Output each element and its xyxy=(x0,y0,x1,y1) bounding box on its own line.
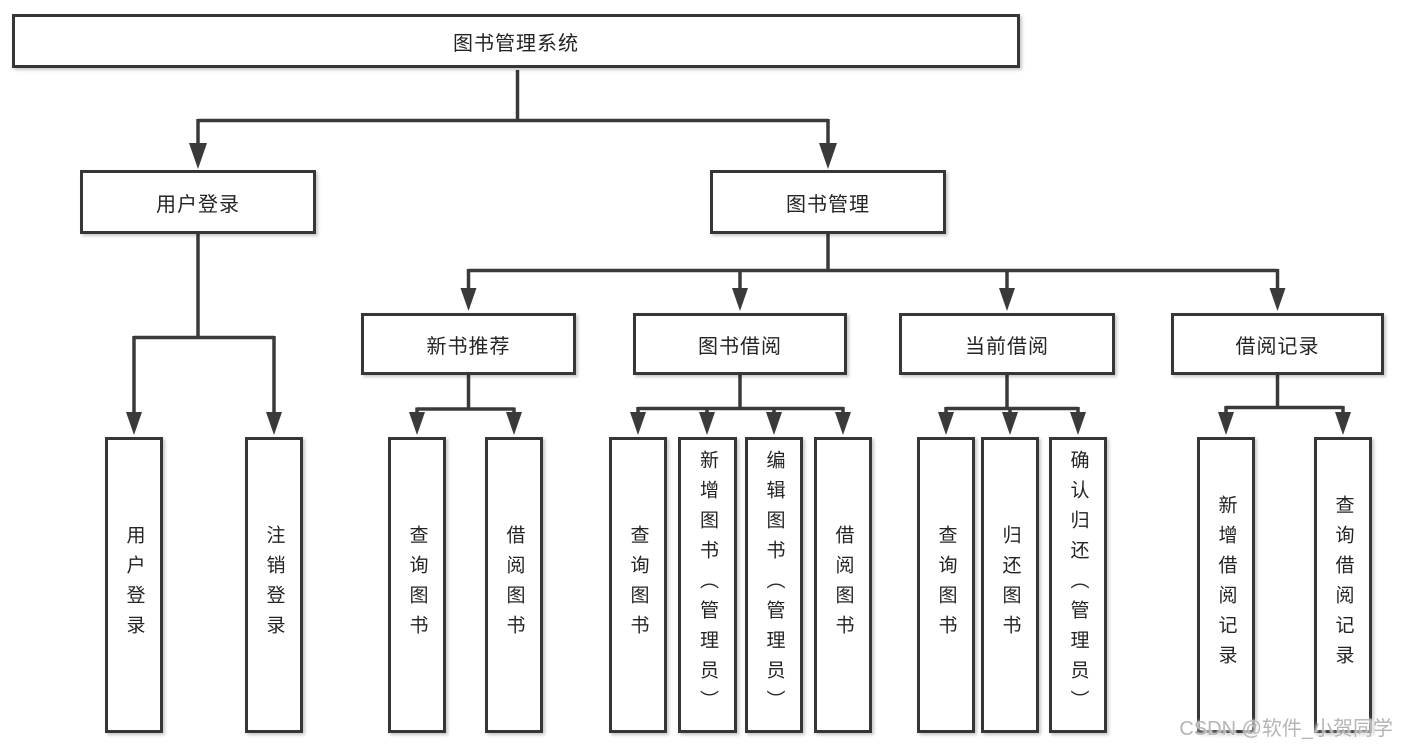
node-user-login-branch: 用户登录 xyxy=(80,170,316,234)
node-root-label: 图书管理系统 xyxy=(453,32,579,55)
leaf-borrow-books-label: 借阅图书 xyxy=(832,525,854,645)
arrowheads xyxy=(126,143,1351,435)
leaf-add-borrow-record-label: 新增借阅记录 xyxy=(1215,495,1237,675)
leaf-query-books-recommend-label: 查询图书 xyxy=(406,525,428,645)
leaf-confirm-return-admin: 确认归还（管理员） xyxy=(1049,437,1107,733)
node-borrowing-records-label: 借阅记录 xyxy=(1235,335,1320,358)
node-current-borrowing: 当前借阅 xyxy=(899,313,1115,375)
leaf-borrow-books: 借阅图书 xyxy=(814,437,872,733)
leaf-query-books-borrowing-label: 查询图书 xyxy=(627,525,649,645)
leaf-confirm-return-admin-label: 确认归还（管理员） xyxy=(1067,450,1089,720)
leaf-return-books: 归还图书 xyxy=(981,437,1039,733)
node-book-borrowing-label: 图书借阅 xyxy=(698,335,782,358)
leaf-user-login-label: 用户登录 xyxy=(123,525,145,645)
node-new-book-recommend-label: 新书推荐 xyxy=(426,335,511,358)
node-book-management-branch: 图书管理 xyxy=(710,170,946,234)
leaf-query-borrow-record-label: 查询借阅记录 xyxy=(1332,495,1354,675)
leaf-add-books-admin: 新增图书（管理员） xyxy=(678,437,737,733)
node-book-borrowing: 图书借阅 xyxy=(633,313,847,375)
leaf-user-login: 用户登录 xyxy=(105,437,163,733)
leaf-logout-label: 注销登录 xyxy=(263,525,285,645)
leaf-return-books-label: 归还图书 xyxy=(999,525,1021,645)
leaf-query-borrow-record: 查询借阅记录 xyxy=(1314,437,1372,733)
leaf-query-books-borrowing: 查询图书 xyxy=(609,437,667,733)
leaf-query-books-current-label: 查询图书 xyxy=(935,525,957,645)
leaf-borrow-books-recommend-label: 借阅图书 xyxy=(503,525,525,645)
node-user-login-branch-label: 用户登录 xyxy=(156,193,240,216)
node-borrowing-records: 借阅记录 xyxy=(1171,313,1384,375)
leaf-add-borrow-record: 新增借阅记录 xyxy=(1197,437,1255,733)
node-root: 图书管理系统 xyxy=(12,14,1020,68)
node-new-book-recommend: 新书推荐 xyxy=(361,313,576,375)
leaf-query-books-recommend: 查询图书 xyxy=(388,437,446,733)
leaf-add-books-admin-label: 新增图书（管理员） xyxy=(697,450,718,720)
leaf-edit-books-admin: 编辑图书（管理员） xyxy=(745,437,803,733)
csdn-watermark: CSDN @软件_小贺同学 xyxy=(1179,718,1393,740)
node-book-management-branch-label: 图书管理 xyxy=(786,193,870,216)
leaf-borrow-books-recommend: 借阅图书 xyxy=(485,437,543,733)
leaf-query-books-current: 查询图书 xyxy=(917,437,975,733)
node-current-borrowing-label: 当前借阅 xyxy=(965,335,1049,358)
leaf-logout: 注销登录 xyxy=(245,437,303,733)
leaf-edit-books-admin-label: 编辑图书（管理员） xyxy=(763,450,785,720)
